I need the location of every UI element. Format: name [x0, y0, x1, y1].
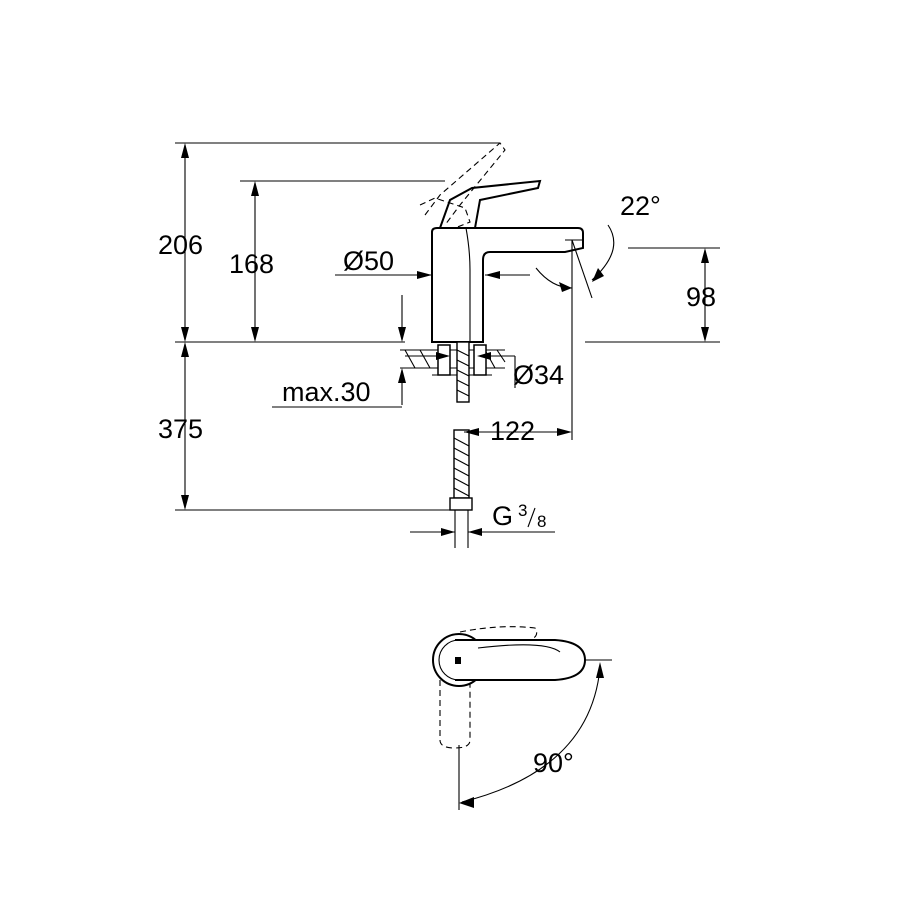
dim-height-lever: 168 — [229, 249, 274, 279]
dim-spout-height: 98 — [686, 282, 716, 312]
dim-diameter-body: Ø50 — [343, 246, 394, 276]
top-lever — [455, 639, 587, 681]
side-view: 206 168 Ø50 22° 98 Ø34 — [158, 142, 720, 548]
dim-spout-angle: 22° — [620, 191, 661, 221]
dim-rotation-angle: 90° — [533, 748, 574, 778]
dim-max-thickness: max.30 — [282, 377, 371, 407]
dim-thread-denominator: 8 — [537, 512, 546, 531]
dim-projection: 122 — [490, 416, 535, 446]
faucet-lever — [438, 179, 542, 229]
dim-hose-length: 375 — [158, 414, 203, 444]
dim-thread-numerator: 3 — [518, 501, 527, 520]
hose-assembly — [449, 341, 473, 548]
countertop-section — [400, 344, 506, 376]
dim-height-total: 206 — [158, 230, 203, 260]
top-view: 90° — [432, 626, 612, 810]
dim-thread-letter: G — [492, 501, 513, 531]
dim-diameter-base: Ø34 — [513, 360, 564, 390]
